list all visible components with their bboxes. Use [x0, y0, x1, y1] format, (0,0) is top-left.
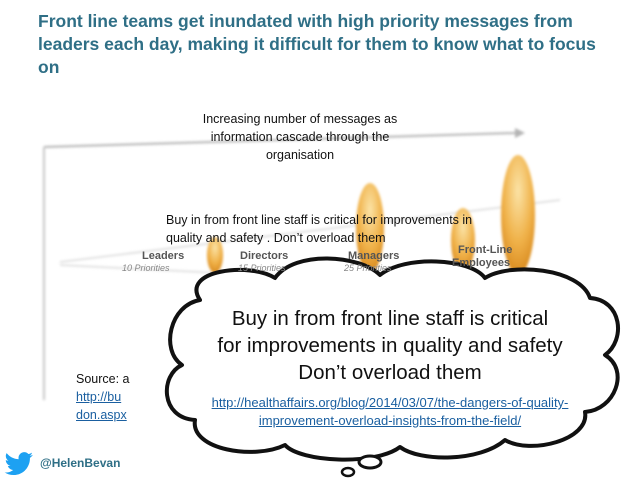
stage-managers: Managers: [348, 250, 400, 262]
buyin-caption: Buy in from front line staff is critical…: [166, 213, 473, 245]
priority-cones: [207, 155, 535, 275]
source-prefix: Source: a: [76, 372, 130, 386]
stage-frontline-2: Employees: [452, 257, 511, 269]
stage-managers-sub: 25 Priorities: [344, 263, 392, 273]
cloud-line-2: for improvements in quality and safety: [217, 334, 563, 357]
cloud-line-3: Don’t overload them: [298, 361, 482, 384]
cloud-source-link[interactable]: http://healthaffairs.org/blog/2014/03/07…: [211, 395, 569, 428]
stage-directors-sub: 15 Priorities: [238, 263, 286, 273]
cascade-caption: Increasing number of messages as informa…: [202, 112, 398, 162]
slide-title: Front line teams get inundated with high…: [38, 11, 596, 77]
cloud-text: Buy in from front line staff is critical…: [180, 305, 600, 430]
stage-leaders: Leaders: [142, 250, 185, 262]
cloud-line-1: Buy in from front line staff is critical: [231, 307, 549, 330]
speech-cloud: [164, 256, 621, 478]
source-link-line2[interactable]: don.aspx: [76, 408, 127, 422]
source-link-line1[interactable]: http://bu: [76, 390, 122, 404]
stage-directors: Directors: [240, 250, 289, 262]
stage-leaders-sub: 10 Priorities: [122, 263, 170, 273]
stage-frontline-1: Front-Line: [458, 244, 513, 256]
twitter-bird-icon: [4, 452, 33, 476]
source-citation: Source: a http://bu don.aspx: [76, 370, 166, 424]
twitter-handle: @HelenBevan: [40, 456, 121, 470]
